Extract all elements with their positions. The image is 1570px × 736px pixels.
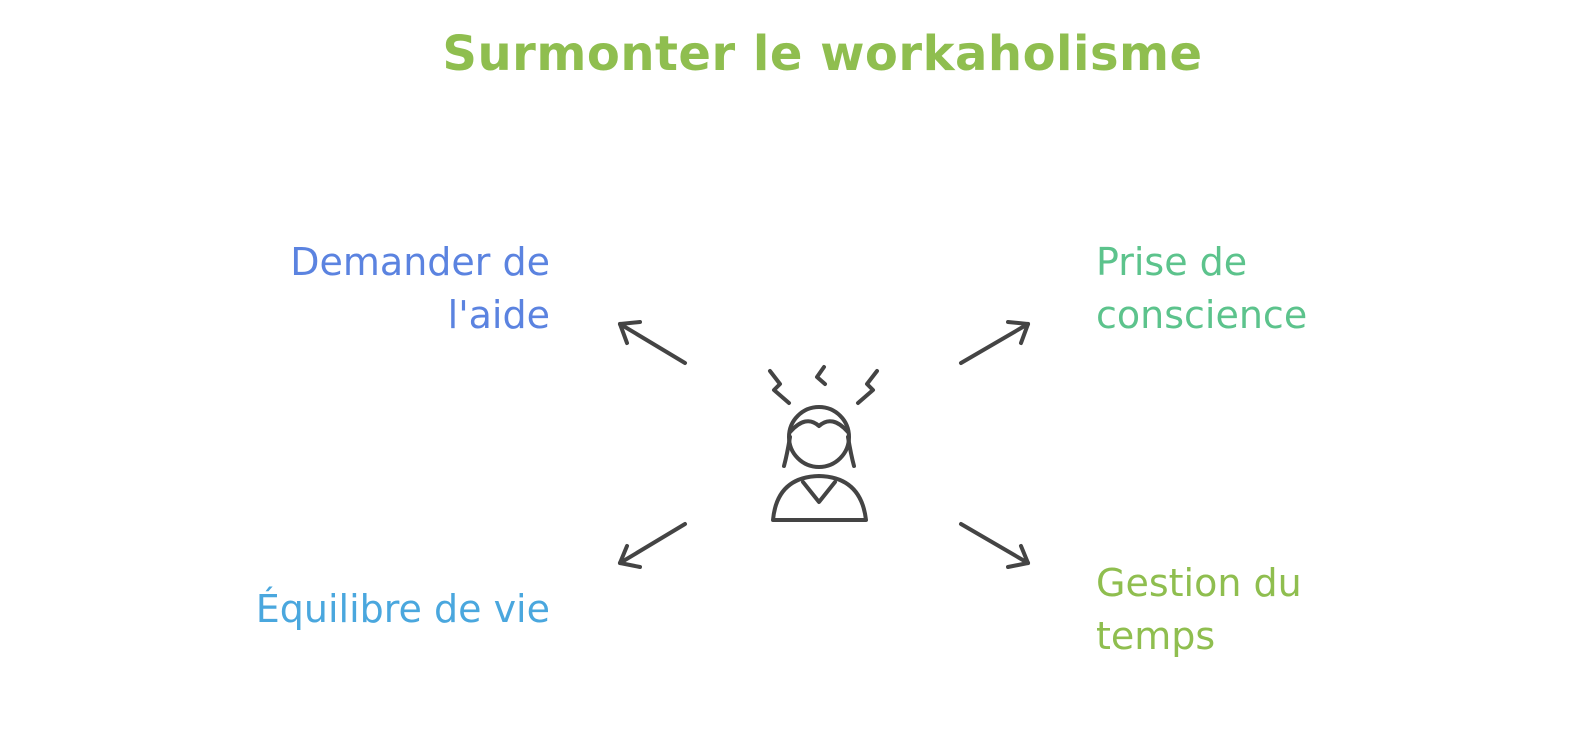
label-bottom-left-line1: Équilibre de vie bbox=[255, 587, 550, 631]
label-top-right-line2: conscience bbox=[1096, 293, 1308, 337]
stressed-person-icon bbox=[768, 365, 879, 522]
diagram-title: Surmonter le workaholisme bbox=[442, 26, 1203, 82]
arrow-to-bottom-left bbox=[618, 522, 687, 569]
label-demander-de-laide: Demander de l'aide bbox=[150, 236, 550, 342]
label-bottom-right-line2: temps bbox=[1096, 614, 1216, 658]
label-bottom-right-line1: Gestion du bbox=[1096, 561, 1302, 605]
label-gestion-du-temps: Gestion du temps bbox=[1096, 557, 1496, 663]
arrow-to-bottom-right bbox=[959, 522, 1030, 569]
label-top-left-line2: l'aide bbox=[447, 293, 550, 337]
label-prise-de-conscience: Prise de conscience bbox=[1096, 236, 1496, 342]
label-top-left-line1: Demander de bbox=[290, 240, 550, 284]
arrow-to-top-right bbox=[959, 320, 1030, 365]
arrow-to-top-left bbox=[618, 320, 687, 365]
label-top-right-line1: Prise de bbox=[1096, 240, 1248, 284]
label-equilibre-de-vie: Équilibre de vie bbox=[150, 583, 550, 636]
